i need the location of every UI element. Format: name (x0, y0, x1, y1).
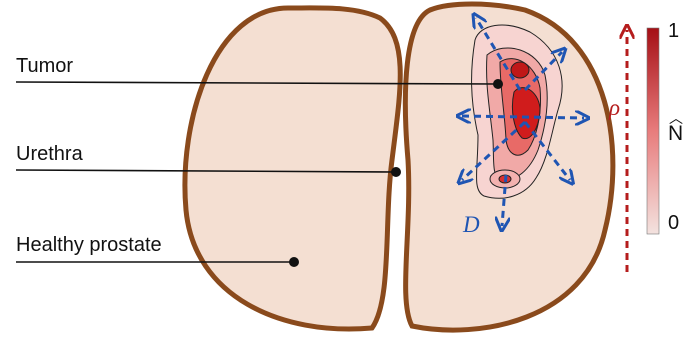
healthy-prostate-pointer-dot (289, 257, 299, 267)
urethra-pointer-dot (391, 167, 401, 177)
healthy-prostate-label: Healthy prostate (16, 234, 162, 257)
left-prostate-lobe (185, 8, 400, 329)
colorbar-max-label: 1 (668, 20, 679, 43)
diffusion-symbol: D (463, 212, 480, 238)
colorbar (647, 28, 659, 234)
colorbar-quantity-label: ︿ N (667, 108, 691, 158)
tumor-label: Tumor (16, 55, 73, 78)
tumor-pointer-dot (493, 79, 503, 89)
proliferation-symbol: ρ (609, 95, 620, 121)
colorbar-min-label: 0 (668, 212, 679, 235)
urethra-label: Urethra (16, 143, 83, 166)
